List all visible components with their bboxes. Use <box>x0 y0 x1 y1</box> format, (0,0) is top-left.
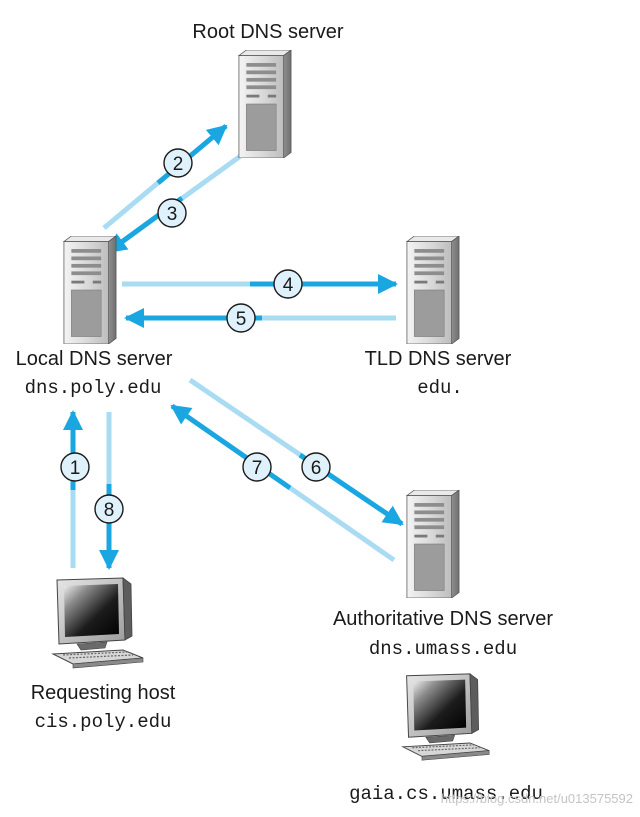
step-badge-2: 2 <box>163 148 193 178</box>
authoritative-dns-server: Authoritative DNS server dns.umass.edu <box>333 490 553 660</box>
step-badge-8: 8 <box>94 494 124 524</box>
step-number-3: 3 <box>167 204 178 225</box>
tld-dns-label: TLD DNS server <box>365 348 512 370</box>
requesting-host-hostname: cis.poly.edu <box>35 711 172 733</box>
server-icon <box>238 50 292 158</box>
local-dns-server: Local DNS server dns.poly.edu <box>16 236 173 399</box>
target-host: gaia.cs.umass.edu <box>349 673 543 805</box>
authoritative-dns-hostname: dns.umass.edu <box>369 638 517 660</box>
requesting-host: Requesting host cis.poly.edu <box>31 577 176 733</box>
root-dns-label: Root DNS server <box>192 21 343 43</box>
step-number-6: 6 <box>311 458 322 479</box>
arrow-7 <box>170 403 292 491</box>
local-dns-hostname: dns.poly.edu <box>25 377 162 399</box>
root-dns-server: Root DNS server <box>192 21 344 158</box>
step-number-8: 8 <box>104 500 115 521</box>
local-dns-label: Local DNS server <box>16 348 173 370</box>
step-number-4: 4 <box>283 275 294 296</box>
step-badge-7: 7 <box>242 452 272 482</box>
watermark: https://blog.csdn.net/u013575592 <box>441 791 633 806</box>
step-badges: 2 3 4 5 6 7 1 8 <box>60 148 331 524</box>
desktop-computer-icon <box>402 673 490 761</box>
target-host-hostname: gaia.cs.umass.edu <box>349 783 543 805</box>
step-number-2: 2 <box>173 154 184 175</box>
step-badge-6: 6 <box>301 452 331 482</box>
step-number-7: 7 <box>252 458 263 479</box>
desktop-computer-icon <box>52 577 144 669</box>
step-badge-5: 5 <box>226 303 256 333</box>
step-badge-3: 3 <box>157 198 187 228</box>
step-number-1: 1 <box>70 458 81 479</box>
step-number-5: 5 <box>236 309 247 330</box>
server-icon <box>406 490 460 598</box>
step-badge-4: 4 <box>273 269 303 299</box>
step-badge-1: 1 <box>60 452 90 482</box>
server-icon <box>63 236 117 344</box>
arrows <box>63 124 404 570</box>
requesting-host-label: Requesting host <box>31 682 176 704</box>
authoritative-dns-label: Authoritative DNS server <box>333 608 553 630</box>
server-icon <box>406 236 460 344</box>
tld-dns-hostname: edu. <box>417 377 463 399</box>
tld-dns-server: TLD DNS server edu. <box>365 236 512 399</box>
